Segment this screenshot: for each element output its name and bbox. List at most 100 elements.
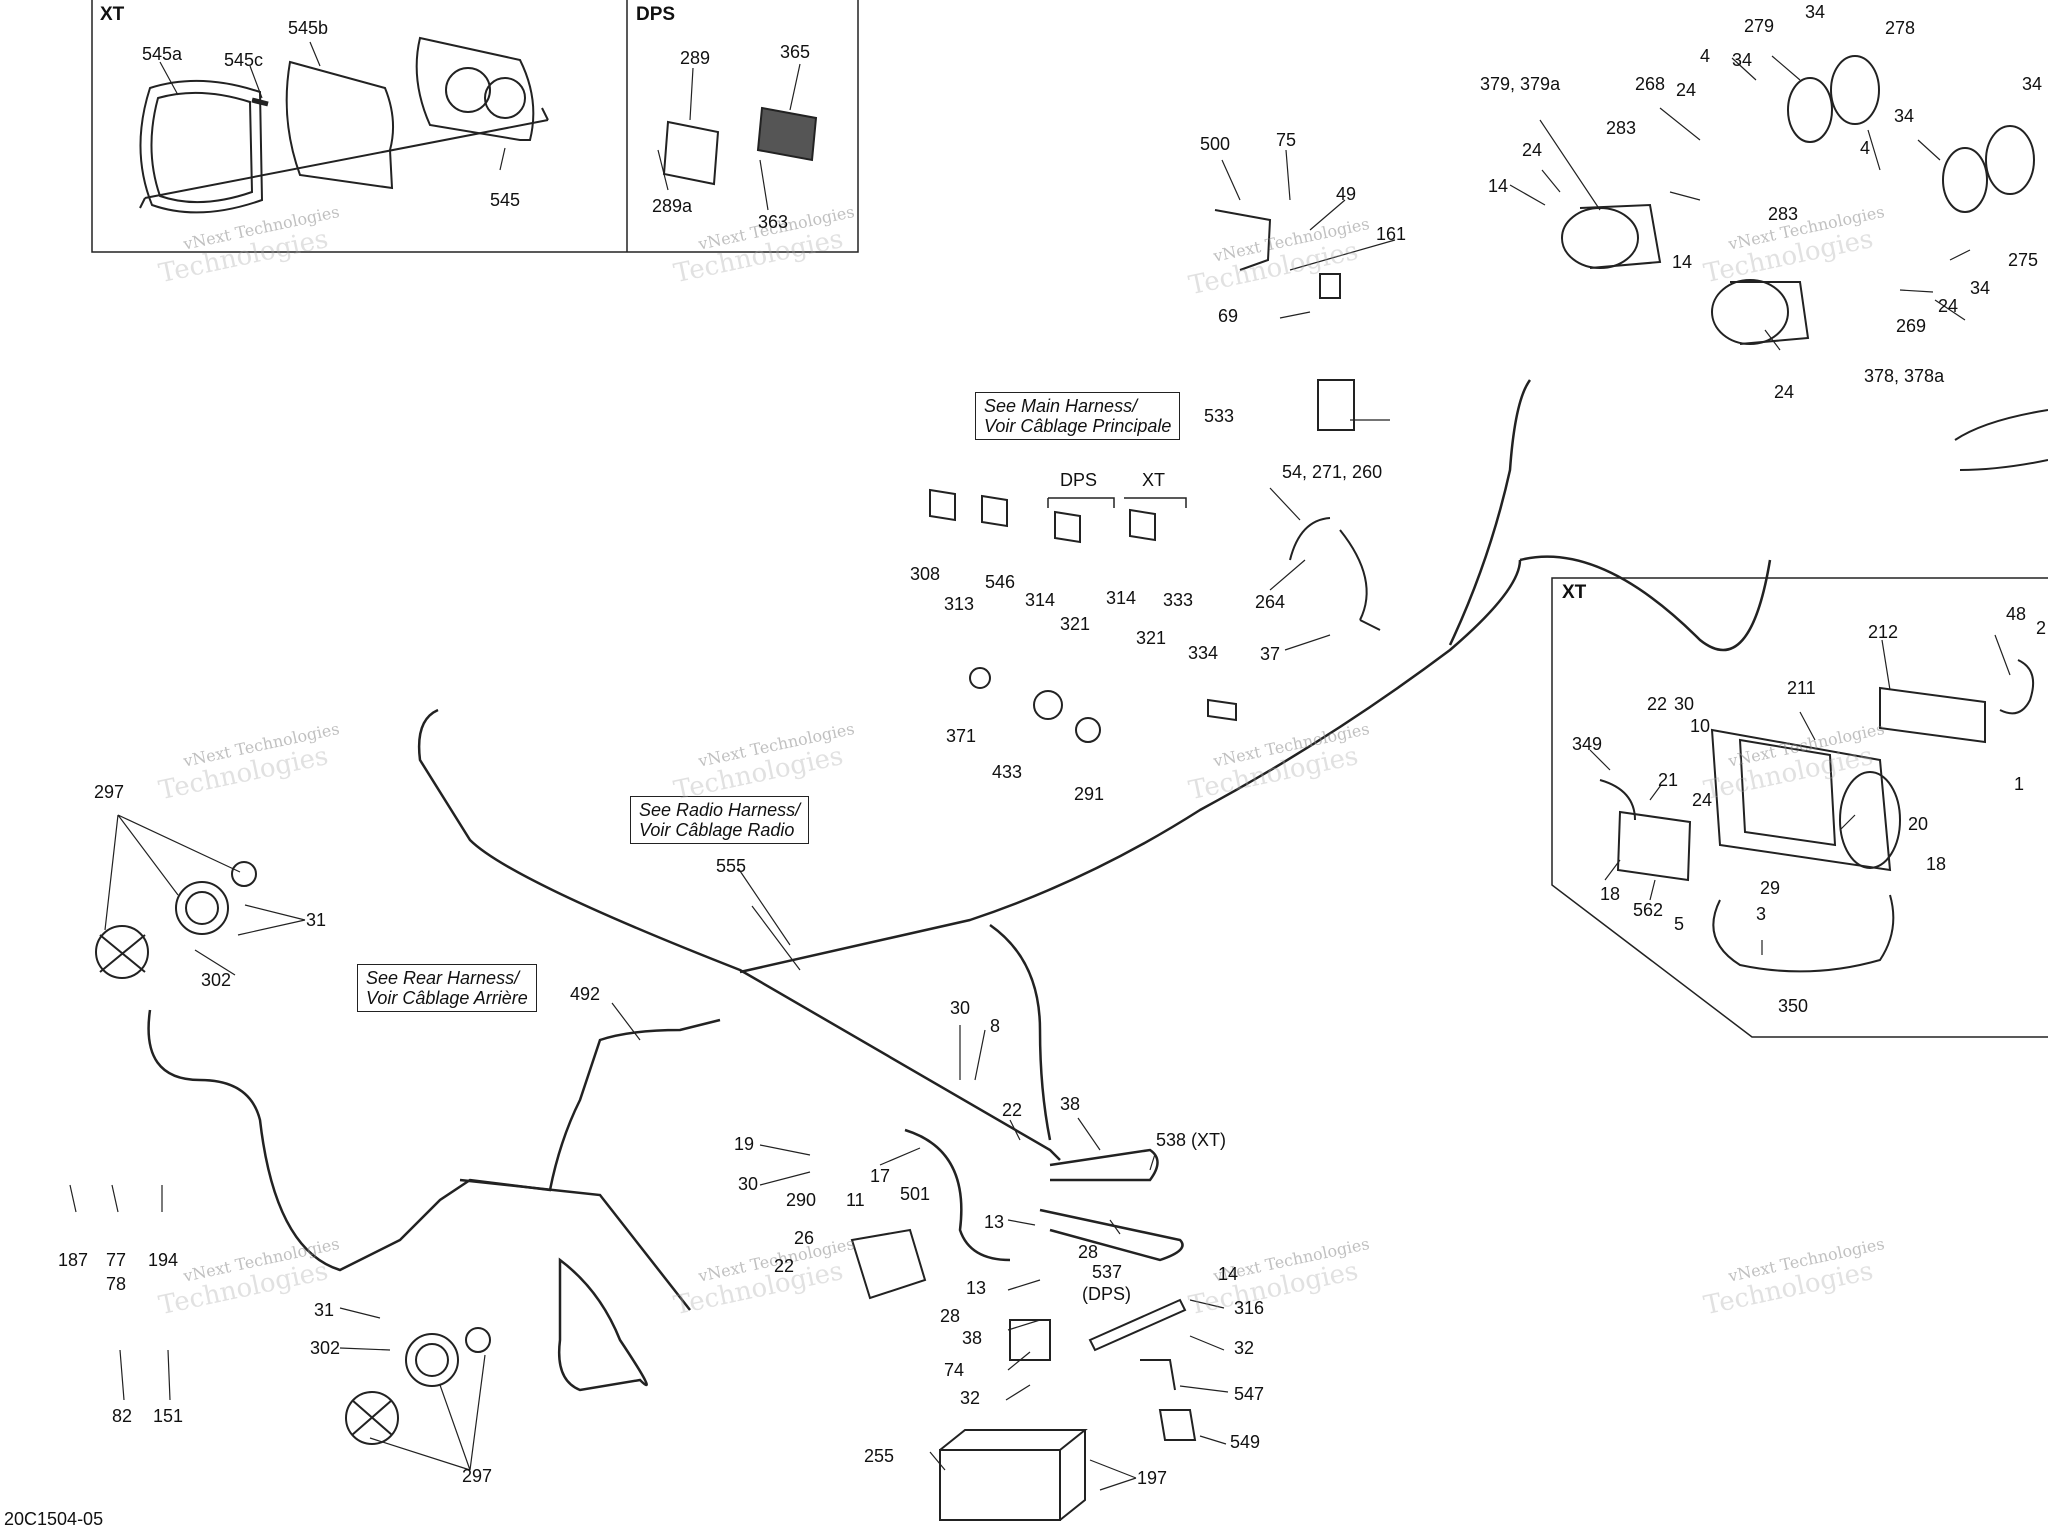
note-line: See Main Harness/ bbox=[984, 396, 1138, 416]
part-label: 269 bbox=[1896, 316, 1927, 336]
part-label: 48 bbox=[2006, 604, 2027, 624]
part-label: 264 bbox=[1255, 592, 1286, 612]
part-label: 545c bbox=[224, 50, 264, 70]
part-label: 321 bbox=[1136, 628, 1167, 648]
part-label: 34 bbox=[1805, 2, 1826, 22]
part-label: 34 bbox=[1894, 106, 1915, 126]
note-radio-harness: See Radio Harness/ Voir Câblage Radio bbox=[630, 796, 810, 844]
rear-harness-492 bbox=[147, 1009, 721, 1272]
part-label: 34 bbox=[1970, 278, 1991, 298]
part-label: 378, 378a bbox=[1864, 366, 1945, 386]
headlight-housing-297a bbox=[175, 881, 229, 935]
main-harness-555 bbox=[417, 708, 1061, 1161]
part-label: 37 bbox=[1260, 644, 1281, 664]
part-label: 547 bbox=[1234, 1384, 1265, 1404]
box-header-xt-winch: XT bbox=[1562, 582, 1587, 603]
part-label: 28 bbox=[940, 1306, 961, 1326]
part-label: 350 bbox=[1778, 996, 1809, 1016]
cable-537 bbox=[1039, 1208, 1184, 1262]
note-main-harness: See Main Harness/ Voir Câblage Principal… bbox=[975, 392, 1181, 440]
part-label: 10 bbox=[1690, 716, 1711, 736]
part-label: 82 bbox=[112, 1406, 133, 1426]
part-label: 379, 379a bbox=[1480, 74, 1561, 94]
part-label: 24 bbox=[1938, 296, 1959, 316]
bracket-316 bbox=[1088, 1298, 1187, 1352]
part-label: 549 bbox=[1230, 1432, 1261, 1452]
part-label: 545 bbox=[490, 190, 521, 210]
part-label: 1 bbox=[2014, 774, 2025, 794]
part-label: 279 bbox=[1744, 16, 1775, 36]
winch-box-frame bbox=[1551, 577, 2048, 1038]
box-header-xt-gauge: XT bbox=[100, 4, 125, 25]
bracket-500 bbox=[1214, 209, 1272, 271]
winch-drum-211 bbox=[1710, 728, 1892, 872]
part-label: 302 bbox=[201, 970, 232, 990]
part-label: 334 bbox=[1188, 643, 1219, 663]
part-label: 38 bbox=[1060, 1094, 1081, 1114]
part-label: 38 bbox=[962, 1328, 983, 1348]
gauge-bezel-545a bbox=[139, 79, 264, 214]
dps-display-365 bbox=[756, 106, 818, 162]
relay-290 bbox=[850, 1228, 927, 1300]
xt-bracket bbox=[1124, 497, 1187, 508]
part-label: 297 bbox=[462, 1466, 493, 1486]
part-label: 54, 271, 260 bbox=[1282, 462, 1383, 482]
winch-motor-379 bbox=[1561, 207, 1639, 269]
group-label-xt: XT bbox=[1142, 470, 1166, 490]
winch-cable-350 bbox=[1712, 894, 1895, 973]
part-label: 17 bbox=[870, 1166, 891, 1186]
part-label: 363 bbox=[758, 212, 789, 232]
part-label: 11 bbox=[846, 1190, 865, 1210]
part-label: 289 bbox=[680, 48, 711, 68]
contactor-562 bbox=[1616, 810, 1692, 882]
part-label: 289a bbox=[652, 196, 693, 216]
part-label: 14 bbox=[1218, 1264, 1239, 1284]
part-label: 187 bbox=[58, 1250, 89, 1270]
part-label: 500 bbox=[1200, 134, 1231, 154]
part-label: 32 bbox=[1234, 1338, 1255, 1358]
gauge-cluster-545 bbox=[415, 36, 535, 141]
part-label: 371 bbox=[946, 726, 977, 746]
dps-gauge-289 bbox=[662, 120, 720, 186]
part-label: 20 bbox=[1908, 814, 1929, 834]
part-label: 290 bbox=[786, 1190, 817, 1210]
part-label: 333 bbox=[1163, 590, 1194, 610]
part-label: 313 bbox=[944, 594, 975, 614]
ignition-433 bbox=[1033, 690, 1063, 720]
part-label: (DPS) bbox=[1082, 1284, 1131, 1304]
part-label: 14 bbox=[1488, 176, 1509, 196]
part-label: 34 bbox=[1732, 50, 1753, 70]
switch-308 bbox=[929, 488, 956, 522]
part-label: 75 bbox=[1276, 130, 1297, 150]
part-label: 4 bbox=[1860, 138, 1871, 158]
part-label: 197 bbox=[1137, 1468, 1168, 1488]
part-label: 212 bbox=[1868, 622, 1899, 642]
part-label: 365 bbox=[780, 42, 811, 62]
part-label: 302 bbox=[310, 1338, 341, 1358]
solenoid-74 bbox=[1009, 1319, 1051, 1361]
part-label: 22 bbox=[1002, 1100, 1023, 1120]
note-line: Voir Câblage Principale bbox=[984, 416, 1172, 436]
part-label: 533 bbox=[1204, 406, 1235, 426]
part-label: 21 bbox=[1658, 770, 1679, 790]
part-label: 24 bbox=[1676, 80, 1697, 100]
part-label: 321 bbox=[1060, 614, 1091, 634]
part-label: 74 bbox=[944, 1360, 965, 1380]
part-label: 297 bbox=[94, 782, 125, 802]
part-label: 538 (XT) bbox=[1156, 1130, 1227, 1150]
headlight-housing-297b bbox=[405, 1333, 459, 1387]
group-label-dps: DPS bbox=[1060, 470, 1098, 490]
part-label: 14 bbox=[1672, 252, 1693, 272]
part-label: 28 bbox=[1078, 1242, 1099, 1262]
part-label: 13 bbox=[966, 1278, 987, 1298]
dps-bracket bbox=[1048, 497, 1115, 508]
part-label: 30 bbox=[950, 998, 971, 1018]
part-label: 4 bbox=[1700, 46, 1711, 66]
part-label: 314 bbox=[1106, 588, 1137, 608]
part-label: 3 bbox=[1756, 904, 1767, 924]
part-label: 283 bbox=[1606, 118, 1637, 138]
part-label: 69 bbox=[1218, 306, 1239, 326]
part-label: 161 bbox=[1376, 224, 1407, 244]
switch-314a bbox=[1054, 510, 1081, 544]
part-label: 19 bbox=[734, 1134, 755, 1154]
